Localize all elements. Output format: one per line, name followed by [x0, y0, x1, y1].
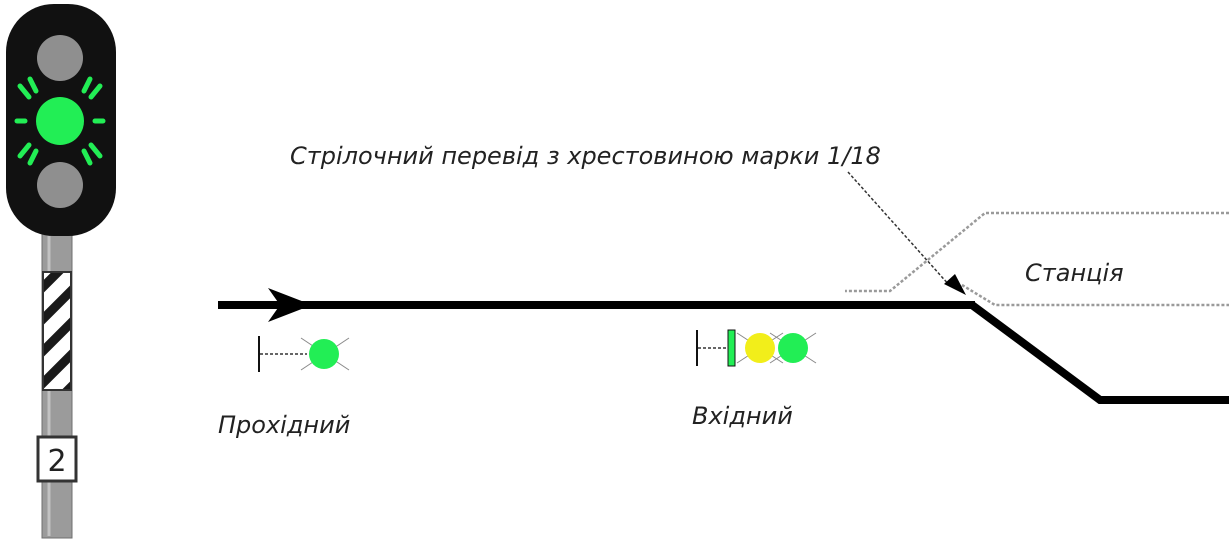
crossover-annotation: Стрілочний перевід з хрестовиною марки 1…	[290, 142, 966, 295]
crossover-label: Стрілочний перевід з хрестовиною марки 1…	[290, 142, 881, 170]
mast-signal: 2	[6, 4, 116, 539]
entry-signal-label: Вхідний	[692, 402, 793, 430]
leader-line	[847, 171, 951, 287]
green-lamp	[769, 332, 817, 364]
leader-arrowhead-icon	[944, 274, 966, 295]
signal-head	[6, 4, 116, 236]
top-lamp-off	[37, 35, 83, 81]
route-indicator-bar	[727, 329, 736, 367]
diverging-track	[969, 301, 1229, 404]
yellow-lamp	[736, 332, 784, 364]
station-outline	[845, 211, 1229, 293]
intermediate-signal-label: Прохідний	[218, 411, 350, 439]
light-rays	[14, 76, 106, 166]
bottom-lamp-off	[37, 162, 83, 208]
track	[218, 288, 1229, 404]
intermediate-signal-symbol: Прохідний	[218, 336, 350, 439]
green-lamp	[300, 337, 350, 371]
striped-marker-board	[42, 271, 72, 391]
number-plate: 2	[36, 435, 78, 483]
station-area: Станція	[845, 211, 1229, 307]
station-outline-bottom	[961, 283, 1229, 307]
station-label: Станція	[1025, 259, 1124, 287]
entry-signal-symbol: Вхідний	[692, 329, 817, 430]
direction-arrow-icon	[268, 288, 312, 322]
middle-lamp-green	[36, 97, 84, 145]
plate-number: 2	[47, 444, 66, 479]
